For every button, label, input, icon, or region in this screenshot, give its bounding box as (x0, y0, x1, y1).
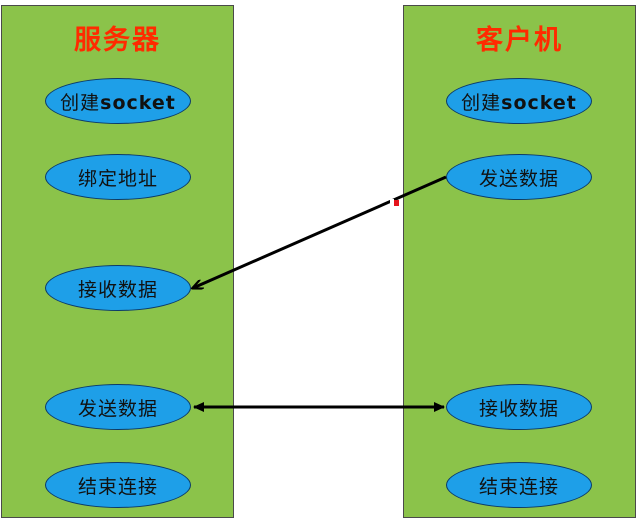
server-node-send-data-label: 发送数据 (77, 397, 158, 420)
server-node-send-data: 发送数据 (45, 384, 191, 430)
server-title: 服务器 (74, 25, 161, 56)
server-node-receive-data: 接收数据 (45, 265, 191, 311)
client-node-close-connection-label: 结束连接 (478, 475, 559, 498)
server-node-bind-address-label: 绑定地址 (77, 167, 158, 190)
client-node-receive-data: 接收数据 (446, 384, 592, 430)
arrow-client-send-to-server-receive (193, 175, 447, 288)
client-title: 客户机 (476, 25, 563, 56)
server-node-create-socket-label: 创建socket (60, 91, 176, 114)
client-node-send-data: 发送数据 (446, 154, 592, 200)
server-node-bind-address: 绑定地址 (45, 154, 191, 200)
server-node-receive-data-label: 接收数据 (77, 278, 158, 301)
server-node-close-connection-label: 结束连接 (77, 475, 158, 498)
client-node-create-socket-label: 创建socket (461, 91, 577, 114)
server-node-close-connection: 结束连接 (45, 462, 191, 508)
selection-handle[interactable] (390, 199, 399, 207)
client-node-receive-data-label: 接收数据 (478, 397, 559, 420)
client-node-close-connection: 结束连接 (446, 462, 592, 508)
client-node-send-data-label: 发送数据 (478, 167, 559, 190)
client-node-create-socket: 创建socket (446, 78, 592, 124)
server-node-create-socket: 创建socket (45, 78, 191, 124)
